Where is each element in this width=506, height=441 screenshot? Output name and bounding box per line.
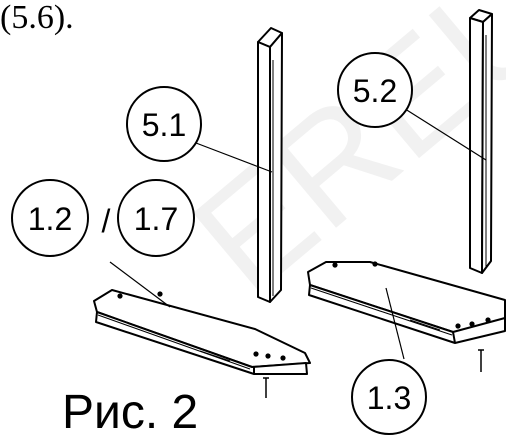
- label-1-7: 1.7: [134, 201, 178, 237]
- label-1-2: 1.2: [28, 201, 72, 237]
- leader-lines: [109, 106, 487, 360]
- screw-left: [263, 377, 269, 398]
- header-fragment: (5.6).: [0, 0, 74, 36]
- screw-right: [478, 349, 484, 372]
- label-1-3: 1.3: [367, 380, 411, 416]
- base-board-left: [93, 289, 311, 375]
- figure-caption: Рис. 2: [62, 386, 198, 439]
- label-5-1: 5.1: [142, 107, 186, 143]
- callout-5-2: 5.2: [337, 52, 413, 128]
- callout-5-1: 5.1: [126, 86, 202, 162]
- label-separator: /: [102, 203, 111, 239]
- label-5-2: 5.2: [353, 73, 397, 109]
- callout-1-2: 1.2: [11, 179, 89, 257]
- post-5-2: [469, 9, 493, 274]
- base-board-right: [307, 261, 506, 344]
- callout-1-3: 1.3: [351, 359, 427, 435]
- callout-1-7: 1.7: [117, 179, 195, 257]
- post-5-1: [257, 27, 283, 303]
